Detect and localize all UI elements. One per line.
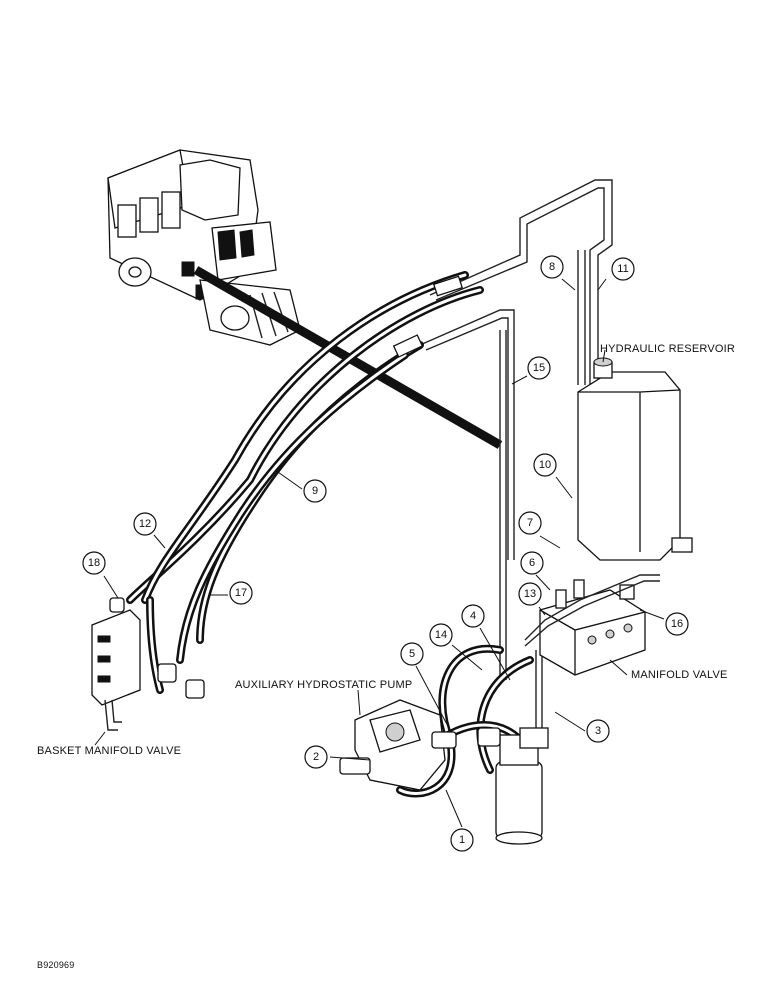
filter-canister-icon xyxy=(495,727,549,845)
callout-17: 17 xyxy=(229,581,253,605)
callout-5: 5 xyxy=(400,642,424,666)
callout-1: 1 xyxy=(450,828,474,852)
callout-15: 15 xyxy=(527,356,551,380)
callout-12: 12 xyxy=(133,512,157,536)
svg-text:4: 4 xyxy=(470,610,476,622)
svg-text:14: 14 xyxy=(435,629,447,641)
label-auxiliary-hydrostatic-pump: AUXILIARY HYDROSTATIC PUMP xyxy=(235,679,412,691)
rigid-tube-routing xyxy=(419,179,613,680)
label-basket-manifold-valve: BASKET MANIFOLD VALVE xyxy=(37,745,181,757)
svg-text:6: 6 xyxy=(529,557,535,569)
basket-manifold-icon xyxy=(91,597,205,731)
callout-6: 6 xyxy=(520,551,544,575)
callout-7: 7 xyxy=(518,511,542,535)
svg-text:3: 3 xyxy=(595,725,601,737)
svg-text:7: 7 xyxy=(527,517,533,529)
hose-bundle xyxy=(126,271,484,694)
svg-text:9: 9 xyxy=(312,485,318,497)
svg-text:12: 12 xyxy=(139,518,151,530)
pump-icon xyxy=(339,699,501,791)
leader-lines xyxy=(94,278,665,828)
callout-8: 8 xyxy=(540,255,564,279)
svg-text:15: 15 xyxy=(533,362,545,374)
reservoir-tank-icon xyxy=(577,357,693,561)
figure-code: B920969 xyxy=(37,960,74,970)
svg-text:16: 16 xyxy=(671,618,683,630)
callout-4: 4 xyxy=(461,604,485,628)
callout-10: 10 xyxy=(533,453,557,477)
svg-text:2: 2 xyxy=(313,751,319,763)
svg-text:10: 10 xyxy=(539,459,551,471)
callout-9: 9 xyxy=(303,479,327,503)
svg-text:5: 5 xyxy=(409,648,415,660)
callout-18: 18 xyxy=(82,551,106,575)
svg-text:17: 17 xyxy=(235,587,247,599)
callout-14: 14 xyxy=(429,623,453,647)
callout-11: 11 xyxy=(611,257,635,281)
callout-3: 3 xyxy=(586,719,610,743)
svg-text:18: 18 xyxy=(88,557,100,569)
callout-13: 13 xyxy=(518,582,542,606)
label-hydraulic-reservoir: HYDRAULIC RESERVOIR xyxy=(600,343,735,355)
manifold-block-icon xyxy=(524,574,660,676)
svg-text:1: 1 xyxy=(459,834,465,846)
callout-16: 16 xyxy=(665,612,689,636)
label-manifold-valve: MANIFOLD VALVE xyxy=(631,669,728,681)
svg-text:13: 13 xyxy=(524,588,536,600)
svg-text:11: 11 xyxy=(617,263,628,275)
svg-text:8: 8 xyxy=(549,261,555,273)
callout-2: 2 xyxy=(304,745,328,769)
